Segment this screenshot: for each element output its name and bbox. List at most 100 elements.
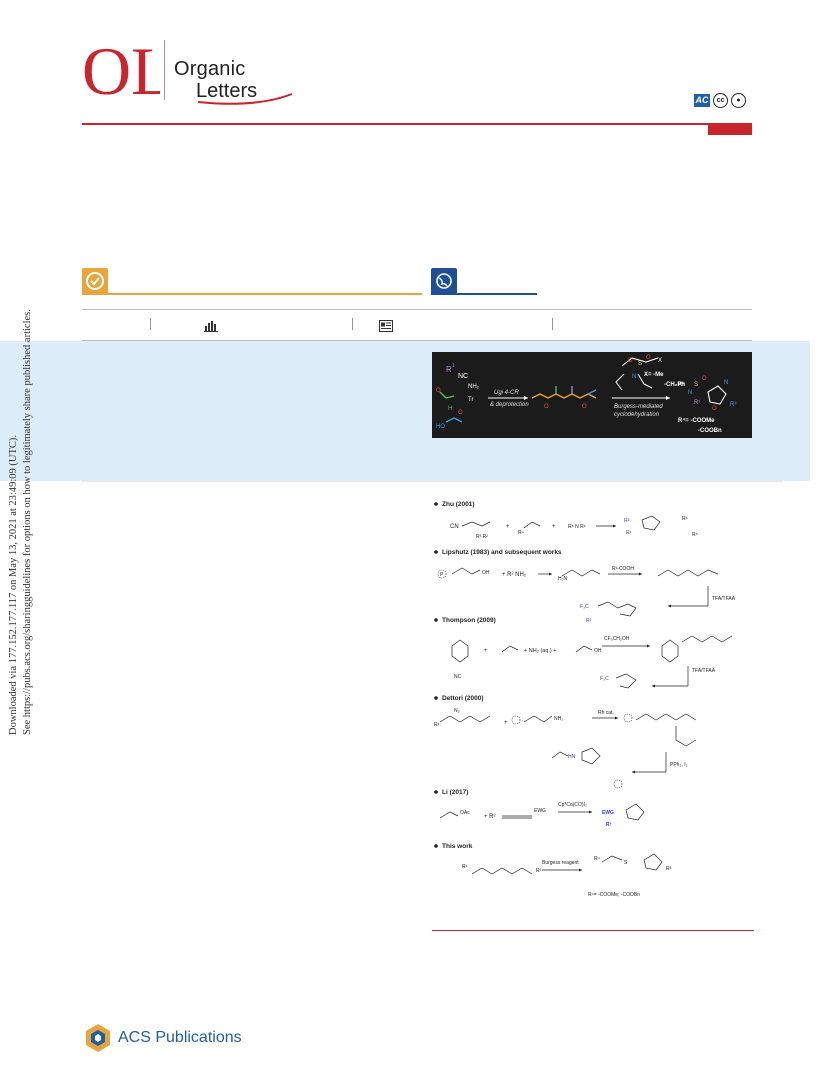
header-rule	[82, 123, 752, 125]
scheme-label: EWG	[602, 810, 614, 816]
watermark-line1: Downloaded via 177.152.177.117 on May 13…	[8, 435, 19, 735]
svg-text:R³: R³	[730, 402, 736, 408]
scheme-label: + NH₃ (aq.) +	[524, 648, 557, 654]
svg-text:R¹: R¹	[462, 864, 468, 870]
publisher-name: ACS Publications	[118, 1029, 242, 1046]
toc-isocyanide: NC	[458, 373, 468, 380]
article-icon[interactable]	[379, 320, 393, 332]
check-badge-line	[82, 293, 422, 295]
scheme-bottom-rule	[432, 930, 754, 931]
svg-text:S: S	[638, 361, 642, 367]
scheme-label: F₃C	[580, 604, 589, 610]
svg-text:OH: OH	[594, 648, 602, 654]
toc-ugi-label: Ugi 4-CR	[494, 390, 519, 396]
metrics-top-rule	[82, 309, 752, 310]
check-badge[interactable]	[82, 268, 108, 294]
bars-icon[interactable]	[204, 320, 218, 332]
abstract-lower-rule	[82, 481, 782, 482]
svg-text:NC: NC	[454, 674, 462, 680]
svg-text:+ R²: + R²	[484, 814, 496, 820]
scheme-label: PPh₃, I₂	[670, 762, 688, 768]
toc-r4-label2: -COOBn	[698, 428, 722, 434]
svg-text:R⁶: R⁶	[682, 516, 688, 522]
scheme-panel-title: Zhu (2001)	[442, 501, 475, 508]
svg-text:HN: HN	[568, 754, 576, 760]
svg-text:O: O	[436, 388, 441, 394]
acs-hexagon-logo	[86, 1024, 110, 1052]
globe-icon	[436, 273, 452, 289]
metrics-bottom-rule	[82, 340, 752, 341]
reaction-scheme: Zhu (2001) CN R³ R² + R⁴ + R⁵ N R⁶ R² R¹…	[434, 501, 736, 898]
check-icon	[86, 272, 104, 290]
watermark-line2: See https://pubs.acs.org/sharingguidelin…	[22, 309, 33, 735]
toc-r1: R	[446, 365, 452, 374]
svg-text:R⁵: R⁵	[692, 532, 698, 538]
svg-text:X: X	[658, 358, 662, 364]
journal-name-line2: Letters	[196, 80, 258, 102]
svg-text:+: +	[506, 524, 510, 530]
svg-text:R¹: R¹	[694, 400, 700, 406]
svg-text:R²: R²	[624, 518, 630, 524]
svg-text:R⁴: R⁴	[594, 856, 600, 862]
globe-badge-line	[431, 293, 537, 295]
letter-type-tab	[708, 124, 752, 135]
scheme-panel-title: Thompson (2009)	[442, 617, 496, 624]
svg-text:O: O	[702, 376, 707, 382]
download-watermark: Downloaded via 177.152.177.117 on May 13…	[7, 309, 35, 735]
toc-x-label: X= -Me	[644, 372, 664, 378]
scheme-label: CN	[450, 524, 459, 530]
attribution-icon: ●	[731, 92, 746, 108]
scheme-label: TFA/TFAA	[692, 668, 716, 674]
globe-badge[interactable]	[431, 268, 457, 294]
svg-text:R⁴: R⁴	[678, 381, 685, 388]
acs-authorchoice-icon: AC	[694, 93, 710, 107]
toc-amine: NH₂	[468, 384, 480, 390]
svg-text:N: N	[688, 390, 692, 396]
svg-text:R⁴: R⁴	[518, 530, 524, 536]
toc-deprotection-label: & deprotection	[490, 402, 529, 408]
svg-text:NH₂: NH₂	[554, 716, 563, 722]
scheme-label: R⁴= -COOMe; -COOBn	[588, 892, 640, 898]
scheme-label: Cp*Co(CO)I₂	[558, 802, 587, 808]
svg-text:S: S	[624, 860, 628, 866]
toc-trityl: Tr	[468, 397, 473, 403]
scheme-label: EWG	[534, 808, 546, 814]
svg-text:H: H	[448, 406, 452, 412]
scheme-label: CF₃CH₂OH	[604, 636, 630, 642]
scheme-panel-title: This work	[442, 843, 473, 850]
scheme-panel-title: Dettori (2000)	[442, 695, 484, 702]
svg-text:1: 1	[452, 363, 455, 369]
scheme-label: F₃C	[600, 676, 609, 682]
svg-text:O: O	[458, 410, 463, 416]
svg-text:R²: R²	[586, 618, 592, 624]
journal-logo-letters: OL	[82, 36, 160, 102]
svg-text:N: N	[724, 380, 728, 386]
scheme-panel-title: Lipshutz (1983) and subsequent works	[442, 549, 562, 556]
svg-text:S: S	[694, 382, 698, 388]
svg-text:R⁵ N R⁶: R⁵ N R⁶	[568, 524, 586, 530]
scheme-panel-title: Li (2017)	[442, 789, 468, 796]
svg-text:+: +	[504, 720, 508, 726]
svg-text:R¹: R¹	[434, 722, 440, 728]
scheme-label: TFA/TFAA	[712, 596, 736, 602]
svg-text:O: O	[628, 358, 633, 364]
svg-text:+ R² NH₂: + R² NH₂	[502, 572, 527, 578]
svg-text:H₂N: H₂N	[558, 576, 568, 582]
svg-text:+: +	[552, 524, 556, 530]
svg-text:R³: R³	[666, 866, 672, 872]
journal-logo-mark: OL	[82, 36, 160, 102]
svg-text:R³: R³	[536, 868, 542, 874]
svg-text:R³ R²: R³ R²	[476, 534, 488, 540]
toc-graphic: R 1 NC NH₂ Tr O H HO O Ugi 4-CR & deprot…	[432, 352, 752, 438]
scheme-label: Rh cat.	[598, 710, 614, 716]
toc-cyclo-label: cyclodehydration	[614, 412, 660, 418]
toc-burgess-label: Burgess-mediated	[614, 404, 663, 410]
toc-x-label2: -CH₂Ph	[664, 382, 685, 388]
svg-text:O: O	[712, 406, 717, 412]
toc-r4-label: R⁴= -COOMe	[678, 418, 715, 424]
svg-text:O: O	[544, 404, 549, 410]
creative-commons-icon: cc	[713, 92, 728, 108]
scheme-label: OAc	[460, 810, 470, 816]
svg-text:O: O	[646, 355, 651, 361]
metrics-separator	[352, 318, 353, 330]
